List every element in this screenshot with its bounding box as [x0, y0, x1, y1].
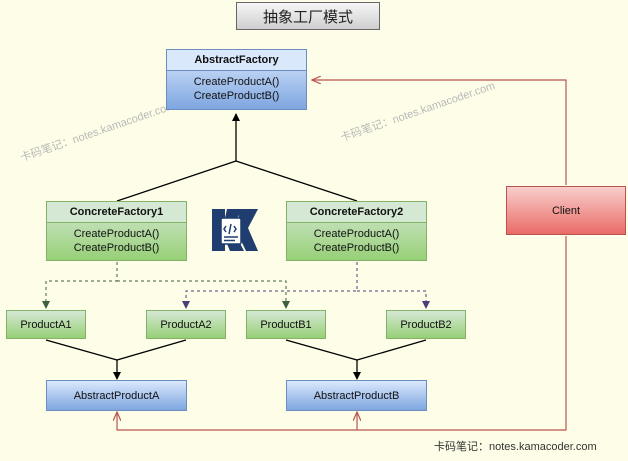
concrete-factory-2-class: ConcreteFactory2 CreateProductA() Create… — [286, 201, 427, 261]
concrete-factory-2-name: ConcreteFactory2 — [287, 202, 426, 223]
concrete-factory-1-method-a: CreateProductA() — [73, 228, 160, 240]
factory1-creates-arrows — [42, 262, 290, 309]
factory-inheritance-lines — [116, 113, 358, 202]
factory2-creates-arrows — [182, 262, 430, 309]
client-association-lines — [117, 80, 567, 431]
product-b2-box: ProductB2 — [386, 310, 466, 339]
product-a1-box: ProductA1 — [6, 310, 86, 339]
concrete-factory-1-class: ConcreteFactory1 CreateProductA() Create… — [46, 201, 187, 261]
abstract-factory-method-b: CreateProductB() — [193, 90, 280, 102]
footer-watermark: 卡码笔记：notes.kamacoder.com — [434, 441, 597, 453]
product-a-inheritance-lines — [45, 339, 187, 380]
concrete-factory-2-method-a: CreateProductA() — [313, 228, 400, 240]
abstract-factory-method-a: CreateProductA() — [193, 76, 280, 88]
product-a2-box: ProductA2 — [146, 310, 226, 339]
abstract-factory-name: AbstractFactory — [167, 50, 306, 71]
product-b1-box: ProductB1 — [246, 310, 326, 339]
product-b-inheritance-lines — [285, 339, 427, 380]
abstract-product-a-box: AbstractProductA — [46, 380, 187, 411]
concrete-factory-1-name: ConcreteFactory1 — [47, 202, 186, 223]
kamacoder-logo-icon — [212, 209, 258, 251]
concrete-factory-1-method-b: CreateProductB() — [73, 242, 160, 254]
client-box: Client — [506, 186, 626, 235]
diagram-title: 抽象工厂模式 — [236, 2, 380, 30]
abstract-factory-class: AbstractFactory CreateProductA() CreateP… — [166, 49, 307, 110]
concrete-factory-2-method-b: CreateProductB() — [313, 242, 400, 254]
abstract-product-b-box: AbstractProductB — [286, 380, 427, 411]
